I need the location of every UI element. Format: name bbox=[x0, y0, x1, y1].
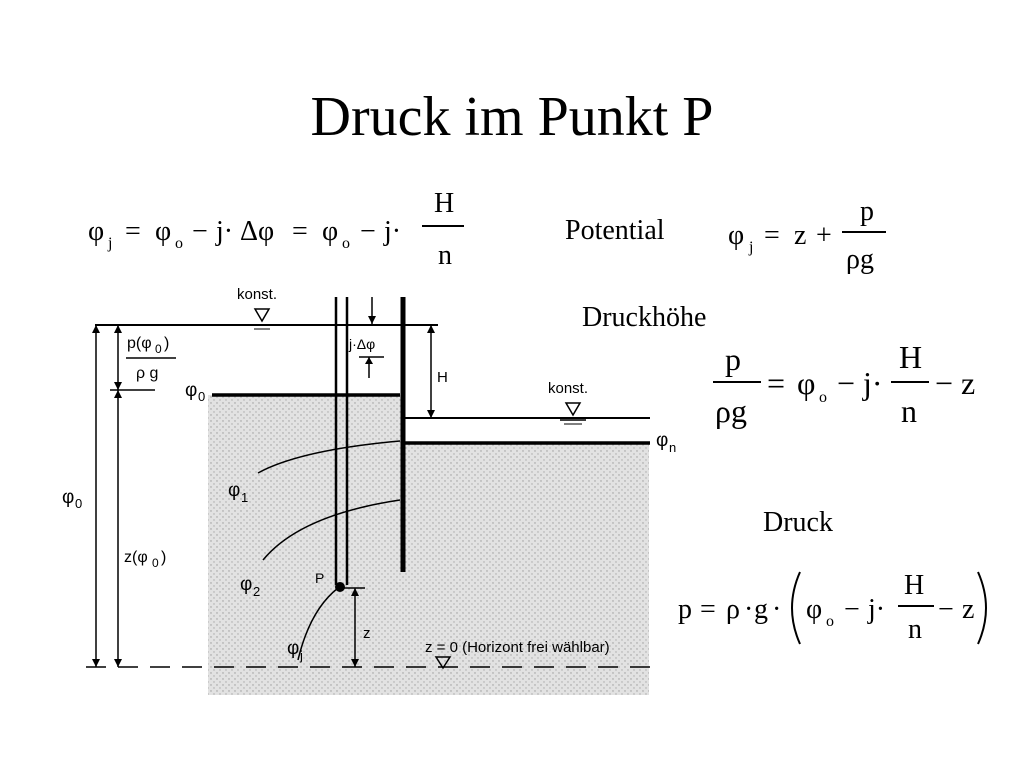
point-p bbox=[335, 582, 345, 592]
svg-text:·: · bbox=[772, 594, 781, 625]
svg-text:=: = bbox=[764, 220, 780, 251]
equipotential-phij bbox=[297, 587, 339, 661]
svg-text:−: − bbox=[837, 365, 855, 401]
p-phi0-numerator: p(φ bbox=[127, 335, 152, 352]
svg-text:1: 1 bbox=[241, 490, 248, 505]
z-label: z bbox=[363, 625, 371, 642]
slide-title: Druck im Punkt P bbox=[310, 86, 714, 148]
svg-text:j: j bbox=[748, 239, 753, 256]
svg-text:n: n bbox=[908, 614, 922, 645]
phij-label: φ bbox=[287, 638, 299, 659]
svg-text:=: = bbox=[700, 594, 716, 625]
svg-text:−: − bbox=[360, 216, 376, 247]
svg-text:z: z bbox=[794, 220, 806, 251]
equipotential-phi1 bbox=[257, 440, 401, 474]
svg-text:z: z bbox=[961, 365, 975, 401]
svg-text:p: p bbox=[860, 196, 874, 227]
svg-text:φ: φ bbox=[806, 594, 822, 625]
svg-text:j: j bbox=[107, 235, 112, 252]
soil-right bbox=[403, 443, 649, 695]
svg-text:o: o bbox=[826, 613, 834, 630]
formula-potential: φ j = z + p ρg bbox=[728, 196, 886, 275]
svg-text:−: − bbox=[938, 594, 954, 625]
j-delta-phi-label: j·Δφ bbox=[348, 336, 375, 352]
svg-text:φ: φ bbox=[155, 216, 171, 247]
svg-text:H: H bbox=[434, 188, 454, 219]
svg-text:−: − bbox=[844, 594, 860, 625]
phin-label: φ bbox=[656, 430, 668, 451]
svg-text:n: n bbox=[669, 440, 676, 455]
svg-text:−: − bbox=[192, 216, 208, 247]
svg-text:φ: φ bbox=[88, 216, 104, 247]
svg-text:j·: j· bbox=[215, 216, 233, 247]
rho-g-label: ρ g bbox=[136, 365, 158, 382]
svg-text:j·: j· bbox=[867, 594, 885, 625]
phi1-label: φ bbox=[228, 480, 240, 501]
svg-text:): ) bbox=[161, 549, 166, 566]
druck-label: Druck bbox=[763, 507, 833, 538]
svg-text:=: = bbox=[125, 216, 141, 247]
svg-text:o: o bbox=[175, 235, 183, 252]
svg-text:H: H bbox=[899, 339, 922, 375]
svg-text:·: · bbox=[744, 594, 753, 625]
svg-text:φ: φ bbox=[728, 220, 744, 251]
svg-text:j·: j· bbox=[862, 365, 883, 401]
svg-text:H: H bbox=[904, 570, 924, 601]
svg-text:Δφ: Δφ bbox=[240, 216, 274, 247]
svg-text:ρ: ρ bbox=[726, 594, 740, 625]
phi2-label: φ bbox=[240, 574, 252, 595]
potential-label: Potential bbox=[565, 215, 665, 246]
water-level-triangle-right bbox=[564, 402, 582, 417]
z-phi0-label: z(φ bbox=[124, 549, 148, 566]
svg-text:−: − bbox=[935, 365, 953, 401]
svg-text:o: o bbox=[819, 389, 827, 406]
svg-text:j: j bbox=[299, 648, 303, 663]
horizont-label: z = 0 (Horizont frei wählbar) bbox=[425, 639, 610, 656]
datum-triangle bbox=[434, 656, 452, 670]
svg-text:0: 0 bbox=[198, 389, 205, 404]
svg-text:=: = bbox=[767, 365, 785, 401]
svg-text:0: 0 bbox=[155, 342, 162, 356]
svg-text:): ) bbox=[164, 335, 169, 352]
svg-text:j·: j· bbox=[383, 216, 401, 247]
konst-right-label: konst. bbox=[548, 380, 588, 397]
svg-text:p: p bbox=[678, 594, 692, 625]
svg-text:ρg: ρg bbox=[846, 244, 874, 275]
druckhoehe-label: Druckhöhe bbox=[582, 302, 707, 333]
konst-left-label: konst. bbox=[237, 286, 277, 303]
svg-text:0: 0 bbox=[152, 556, 159, 570]
h-label: H bbox=[437, 369, 448, 386]
svg-text:0: 0 bbox=[75, 496, 82, 511]
phi0-left-label: φ bbox=[62, 487, 74, 508]
svg-text:o: o bbox=[342, 235, 350, 252]
soil-left bbox=[208, 395, 403, 695]
svg-text:+: + bbox=[816, 220, 832, 251]
svg-text:φ: φ bbox=[797, 365, 815, 401]
svg-text:g: g bbox=[754, 594, 768, 625]
formula-druck: p = ρ · g · φ o − j· H n − z bbox=[678, 570, 987, 645]
formula-druckhoehe: p ρg = φ o − j· H n − z bbox=[713, 339, 975, 429]
svg-text:p: p bbox=[725, 341, 741, 377]
formula-phi-j-definition: φ j = φ o − j· Δφ = φ o − j· H n bbox=[88, 188, 464, 270]
svg-text:=: = bbox=[292, 216, 308, 247]
equipotential-phi2 bbox=[262, 499, 401, 561]
svg-text:2: 2 bbox=[253, 584, 260, 599]
svg-text:ρg: ρg bbox=[715, 393, 747, 429]
water-level-triangle-left bbox=[253, 308, 271, 323]
svg-text:n: n bbox=[438, 240, 452, 270]
svg-text:z: z bbox=[962, 594, 974, 625]
svg-text:n: n bbox=[901, 393, 917, 429]
phi0-label: φ bbox=[185, 380, 197, 401]
svg-text:φ: φ bbox=[322, 216, 338, 247]
point-p-label: P bbox=[315, 570, 324, 586]
